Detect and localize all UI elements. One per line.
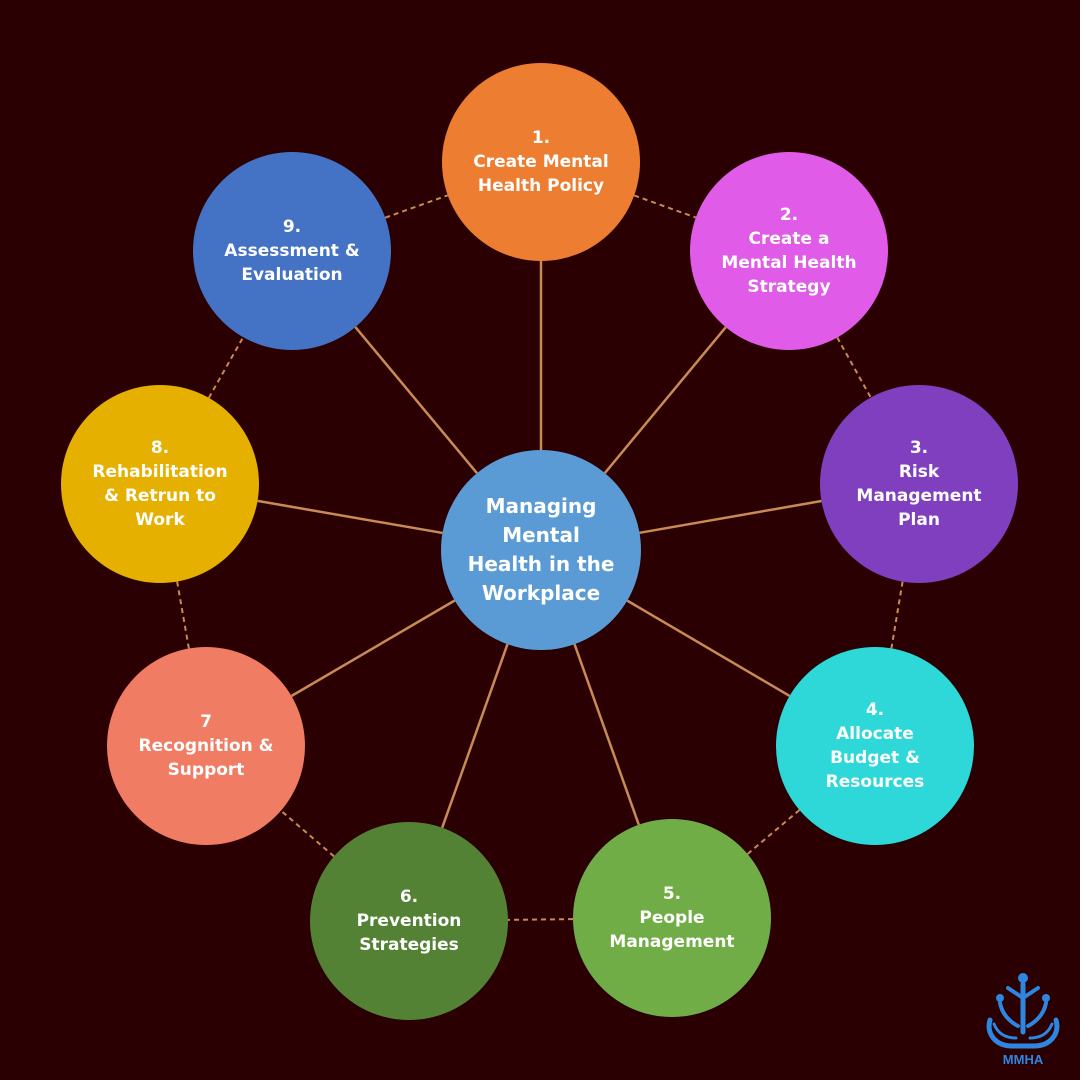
node-7-recognition: 7 Recognition & Support <box>107 647 305 845</box>
mmha-logo: MMHA <box>986 973 1060 1067</box>
ring-connector <box>207 336 245 399</box>
node-line: 2. <box>779 205 799 225</box>
node-5-people: 5. People Management <box>573 819 771 1017</box>
ring-connector <box>836 336 872 399</box>
ring-connector <box>384 194 449 219</box>
node-line: Allocate <box>836 724 914 744</box>
node-line: Mental Health <box>721 253 857 273</box>
node-line: Strategies <box>359 935 459 955</box>
spoke-connector <box>290 599 456 698</box>
node-line: Create a <box>748 229 830 249</box>
people-in-hands-icon <box>986 973 1060 1049</box>
spoke-connector <box>257 499 443 535</box>
spoke-connector <box>573 643 640 826</box>
node-6-prevention: 6. Prevention Strategies <box>310 822 508 1020</box>
node-line: 4. <box>865 700 885 720</box>
node-line: Evaluation <box>241 265 343 285</box>
node-line: Resources <box>825 772 925 792</box>
node-line: People <box>639 908 705 928</box>
node-line: Prevention <box>356 911 462 931</box>
node-line: Strategy <box>747 277 831 297</box>
node-line: 8. <box>150 438 170 458</box>
center-line: Workplace <box>481 581 601 605</box>
center-line: Managing <box>485 494 597 518</box>
node-line: Budget & <box>830 748 920 768</box>
spoke-connector <box>626 599 791 697</box>
node-1-policy: 1. Create Mental Health Policy <box>442 63 640 261</box>
node-line: Recognition & <box>138 736 274 756</box>
node-line: Plan <box>898 510 940 530</box>
ring-connector <box>633 194 697 219</box>
node-line: Rehabilitation <box>92 462 228 482</box>
node-line: 7 <box>200 712 212 732</box>
node-2-strategy: 2. Create a Mental Health Strategy <box>690 152 888 350</box>
logo-text: MMHA <box>1003 1052 1044 1067</box>
spoke-connector <box>441 643 509 829</box>
node-line: Work <box>135 510 185 530</box>
node-line: Health Policy <box>477 176 605 196</box>
node-8-rehabilitation: 8. Rehabilitation & Retrun to Work <box>61 385 259 583</box>
node-line: Management <box>856 486 982 506</box>
ring-connector <box>176 581 190 649</box>
spoke-connector <box>603 326 727 474</box>
node-line: 3. <box>909 438 929 458</box>
spoke-connector <box>354 326 478 474</box>
node-line: Support <box>167 760 245 780</box>
node-9-assessment: 9. Assessment & Evaluation <box>193 152 391 350</box>
node-line: Risk <box>898 462 940 482</box>
ring-connector <box>507 918 574 921</box>
node-line: & Retrun to <box>104 486 216 506</box>
ring-connector <box>746 809 801 855</box>
node-3-risk: 3. Risk Management Plan <box>820 385 1018 583</box>
center-line: Health in the <box>467 552 615 576</box>
node-line: Assessment & <box>224 241 360 261</box>
node-line: 6. <box>399 887 419 907</box>
node-4-budget: 4. Allocate Budget & Resources <box>776 647 974 845</box>
node-line: 5. <box>662 884 682 904</box>
node-line: 9. <box>282 217 302 237</box>
node-line: Create Mental <box>473 152 609 172</box>
spoke-connector <box>639 499 822 535</box>
center-line: Mental <box>502 523 580 547</box>
ring-connector <box>890 581 904 649</box>
node-line: Management <box>609 932 735 952</box>
center-node: Managing Mental Health in the Workplace <box>441 450 641 650</box>
ring-connector <box>280 809 335 858</box>
node-line: 1. <box>531 128 551 148</box>
